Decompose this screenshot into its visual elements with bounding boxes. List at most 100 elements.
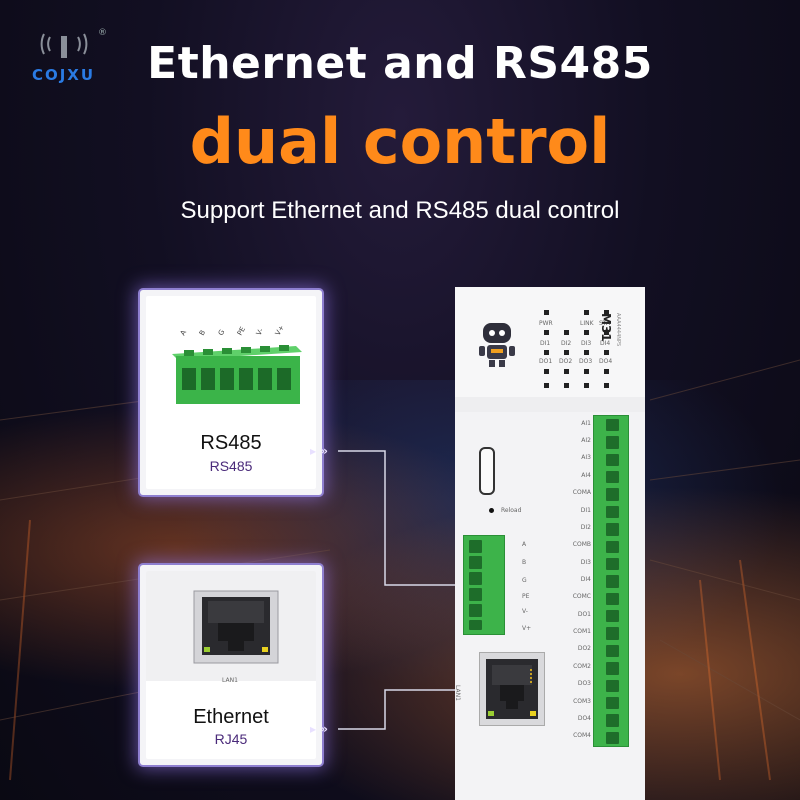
ethernet-arrow-icon: ▸ » [310, 722, 328, 736]
led-label-do1: DO1 [539, 358, 553, 365]
io-terminal-pin [606, 523, 619, 536]
io-terminal-pin [606, 714, 619, 727]
led-extra-3 [584, 369, 589, 374]
io-terminal-label: DO2 [577, 645, 591, 653]
ethernet-card: LAN1 Ethernet RJ45 [140, 565, 322, 765]
io-terminal-pin [606, 696, 619, 710]
brand-name: COJXU [31, 66, 96, 84]
terminal-pin [469, 540, 482, 553]
svg-text:V+: V+ [274, 324, 286, 337]
led-di3 [584, 330, 589, 335]
ethernet-card-label: Ethernet [193, 706, 269, 728]
led-do2 [564, 350, 569, 355]
svg-text:G: G [217, 328, 227, 337]
io-terminal-pin [606, 540, 619, 553]
io-terminal-label: DI4 [580, 576, 591, 583]
rs485-arrow-icon: ▸ » [310, 444, 328, 458]
led-extra-1 [544, 369, 549, 374]
registered-mark: ® [98, 28, 107, 38]
io-terminal-pin [606, 731, 619, 744]
io-terminal-label: DO4 [577, 714, 591, 722]
rs485-pin-label: A [522, 541, 527, 548]
reload-label: Reload [501, 507, 522, 514]
device-lan-label: LAN1 [454, 685, 461, 701]
terminal-block-image: A B G PE V- V+ [172, 324, 302, 404]
headline-line1: Ethernet and RS485 [147, 38, 653, 89]
led-extra-8 [604, 383, 609, 388]
led-extra-6 [564, 383, 569, 388]
device-top-panel [455, 287, 645, 397]
led-extra-2 [564, 369, 569, 374]
led-do1 [544, 350, 549, 355]
led-label-di1: DI1 [540, 340, 551, 347]
io-terminal-pin [606, 627, 619, 640]
led-label-do2: DO2 [559, 358, 573, 365]
terminal-pin [469, 572, 482, 585]
rs485-pin-label: V- [522, 608, 528, 615]
m31-io-device: PWR LINK STA DI1 DI2 DI3 DI4 DO1 DO2 DO3… [454, 287, 645, 800]
terminal-pin [469, 556, 482, 569]
led-extra-5 [544, 383, 549, 388]
led-di4 [604, 330, 609, 335]
led-do4 [604, 350, 609, 355]
io-terminal-label: COM2 [573, 662, 591, 670]
ethernet-card-port-label: LAN1 [222, 677, 238, 684]
io-terminal-label: DI1 [580, 506, 591, 514]
io-terminal-pin [606, 557, 619, 571]
brand-logo: ® COJXU [16, 28, 107, 90]
rs485-pin-label: G [522, 577, 527, 584]
led-sta [604, 310, 609, 315]
io-terminal-label: DI2 [580, 523, 591, 531]
io-terminal-pin [606, 592, 619, 606]
io-terminal-label: AI3 [581, 454, 591, 462]
io-terminal-pin [606, 419, 619, 432]
rs485-pin-label: B [522, 559, 527, 566]
svg-text:A: A [179, 329, 188, 337]
usb-c-port[interactable] [479, 447, 495, 495]
reload-button[interactable] [489, 508, 494, 513]
io-terminal-label: DO3 [577, 680, 591, 688]
led-label-pwr: PWR [539, 320, 553, 327]
svg-text:PE: PE [236, 326, 247, 337]
background-circuit-lines [0, 359, 800, 781]
device-io-terminal-strip[interactable] [593, 415, 629, 747]
terminal-pin [469, 604, 482, 617]
rs485-card-label: RS485 [200, 432, 262, 454]
led-label-di3: DI3 [581, 340, 592, 347]
io-terminal-pin [606, 610, 619, 623]
io-terminal-label: COMA [572, 489, 591, 497]
rj45-icon [486, 659, 538, 719]
io-terminal-label: DO1 [577, 610, 591, 618]
led-pwr [544, 310, 549, 315]
led-label-do4: DO4 [599, 358, 613, 365]
subtitle: Support Ethernet and RS485 dual control [180, 197, 620, 224]
io-terminal-pin [606, 488, 619, 501]
io-terminal-label: COM4 [573, 732, 591, 740]
io-terminal-pin [606, 471, 619, 484]
led-do3 [584, 350, 589, 355]
io-terminal-label: AI4 [581, 471, 591, 479]
rs485-pin-label: PE [522, 593, 530, 600]
device-rj45-port[interactable] [479, 652, 545, 726]
io-terminal-pin [606, 436, 619, 449]
rs485-card: A B G PE V- V+ RS485 RS485 [140, 290, 322, 495]
led-di1 [544, 330, 549, 335]
svg-text:B: B [198, 329, 207, 337]
io-terminal-pin [606, 662, 619, 675]
io-terminal-pin [606, 575, 619, 588]
io-terminal-pin [606, 644, 619, 658]
rs485-card-sublabel: RS485 [209, 458, 253, 474]
io-terminal-label: COMC [572, 593, 591, 601]
io-terminal-label: COM3 [573, 697, 591, 705]
ethernet-card-sublabel: RJ45 [214, 731, 248, 747]
device-rs485-terminal[interactable] [463, 535, 505, 635]
headline-line2: dual control [189, 105, 611, 178]
io-terminal-pin [606, 679, 619, 692]
led-extra-4 [604, 369, 609, 374]
rj45-port-image [146, 571, 316, 681]
io-terminal-label: AI2 [581, 437, 591, 445]
terminal-pin [469, 620, 482, 630]
io-terminal-pin [606, 453, 619, 467]
svg-text:V-: V- [255, 327, 266, 337]
led-label-sta: STA [599, 320, 611, 327]
